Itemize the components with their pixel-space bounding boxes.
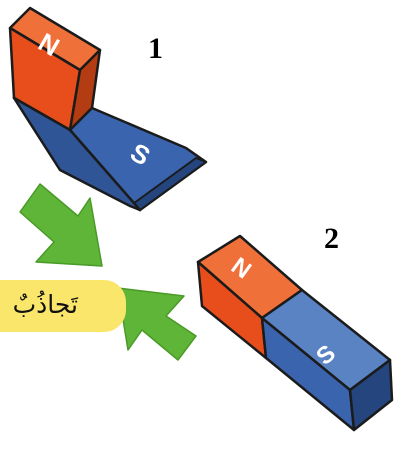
arrow-up-left-icon <box>117 287 197 361</box>
arrow-down-right-icon <box>19 183 103 267</box>
attraction-caption-box: تَجاذُبٌ <box>0 280 126 332</box>
magnet-1-south-left-face <box>12 96 142 212</box>
magnet-2-south-side-face <box>348 358 394 432</box>
magnet-2-number-label: 2 <box>324 222 339 255</box>
attraction-caption: تَجاذُبٌ <box>12 290 78 319</box>
magnet-1: N S <box>8 6 208 212</box>
magnet-2: N S <box>196 234 394 432</box>
magnet-1-number-label: 1 <box>148 32 163 65</box>
